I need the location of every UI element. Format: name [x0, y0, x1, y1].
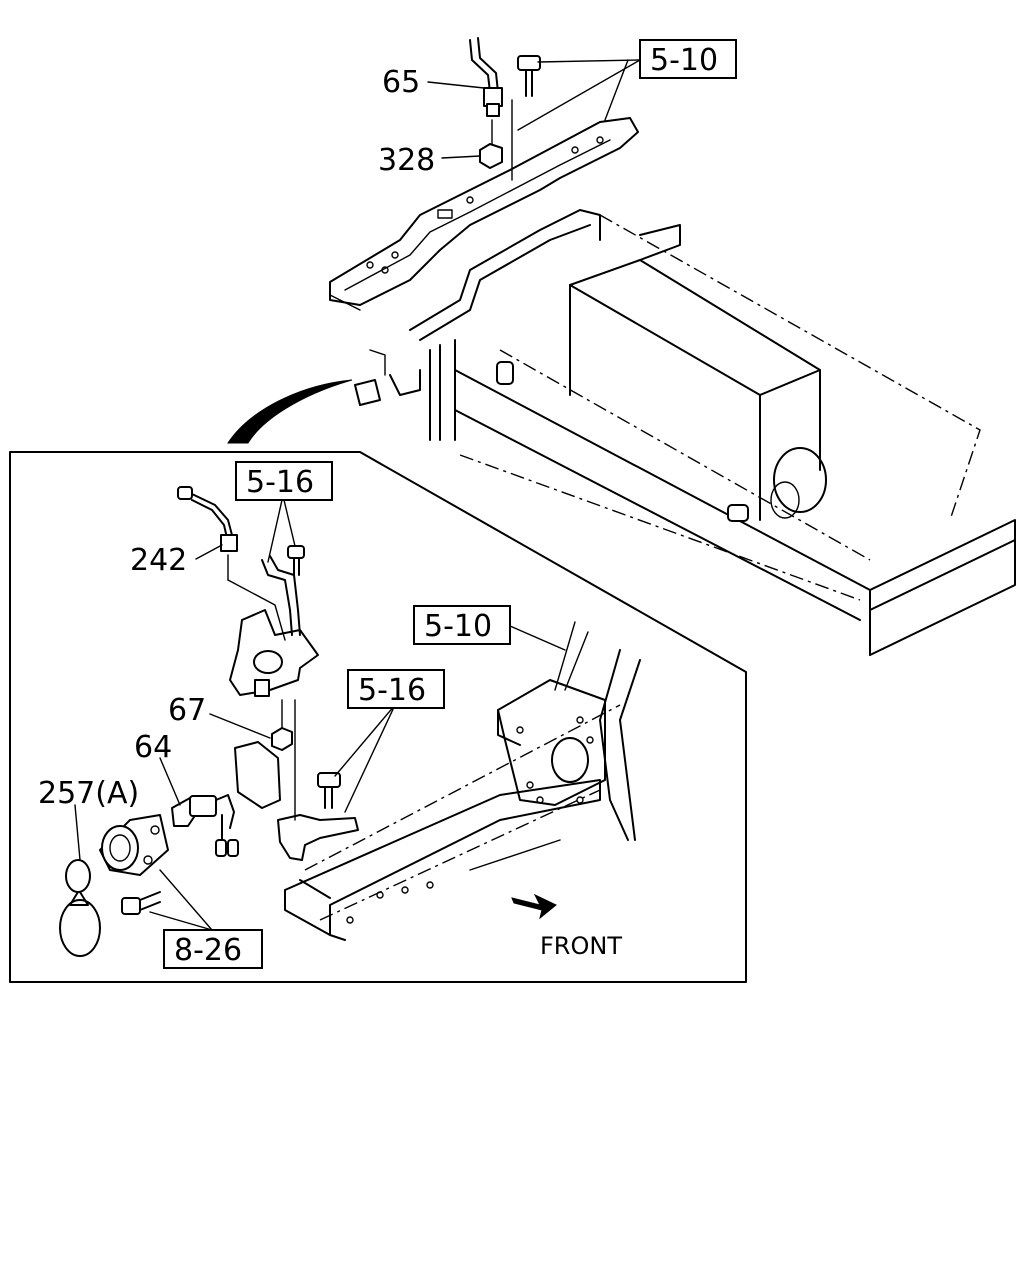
label-part-67: 67	[168, 693, 206, 728]
part-257-assembly	[59, 814, 169, 957]
callout-arrow	[227, 379, 353, 444]
part-328-nut	[479, 119, 503, 169]
label-ref-5-16-upper: 5-16	[246, 465, 314, 500]
part-242-sensor	[177, 486, 286, 641]
label-part-328: 328	[378, 143, 435, 178]
ref-box-5-16-lower	[347, 669, 445, 709]
gasket-plate	[234, 741, 281, 809]
bolt-top	[511, 55, 541, 181]
engine-frame-assembly	[354, 209, 1016, 656]
bolt-8-26	[121, 891, 161, 915]
upper-frame-bracket	[329, 117, 639, 311]
leader-lines	[74, 59, 641, 931]
upper-bracket	[229, 545, 319, 697]
label-part-64: 64	[134, 730, 172, 765]
part-65-sensor	[469, 37, 503, 117]
ref-box-5-10-top	[639, 39, 737, 79]
label-ref-8-26: 8-26	[174, 933, 242, 968]
inset-frame-rail	[284, 621, 641, 941]
ref-box-5-10-inset	[413, 605, 511, 645]
part-64-switch	[171, 794, 239, 857]
ref-box-5-16-upper	[235, 461, 333, 501]
ref-box-8-26	[163, 929, 263, 969]
label-front-direction: FRONT	[540, 932, 622, 960]
label-part-242: 242	[130, 543, 187, 578]
part-67-nut	[271, 699, 293, 751]
label-part-65: 65	[382, 65, 420, 100]
label-ref-5-10-inset: 5-10	[424, 609, 492, 644]
label-part-257: 257(A)	[38, 776, 139, 811]
inset-frame	[9, 451, 747, 983]
label-ref-5-10-top: 5-10	[650, 43, 718, 78]
label-ref-5-16-lower: 5-16	[358, 673, 426, 708]
front-arrow-icon	[511, 893, 557, 920]
lower-bracket	[277, 699, 359, 861]
